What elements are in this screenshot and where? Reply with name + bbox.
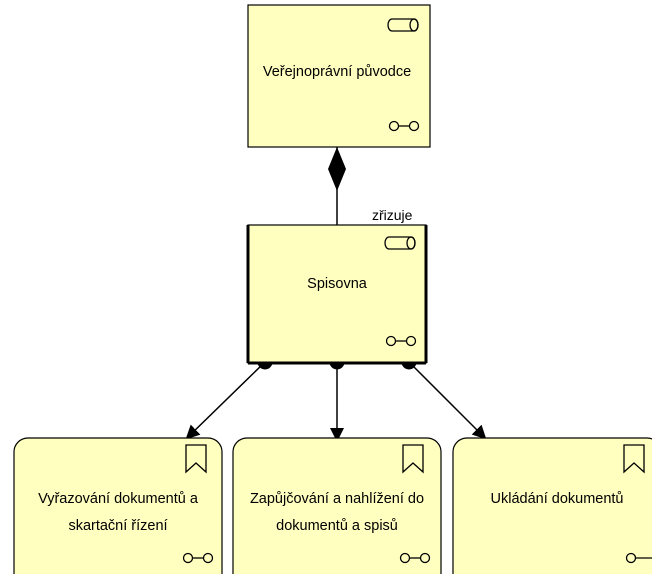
node-label-line: Vyřazování dokumentů a [38,491,199,507]
junction-icon [625,552,652,564]
event-icon [185,444,207,474]
node-process-2[interactable]: Zapůjčování a nahlížení do dokumentů a s… [232,437,442,574]
node-process-3[interactable]: Ukládání dokumentů [452,437,652,574]
node-label-line: Zapůjčování a nahlížení do [250,491,424,507]
composition-label: zřizuje [372,207,413,223]
node-process-1[interactable]: Vyřazování dokumentů a skartační řízení [13,437,223,574]
assignment-relationship-3[interactable] [401,354,487,440]
junction-icon [399,552,431,564]
node-label-line: skartační řízení [68,518,167,534]
node-originator[interactable]: Veřejnoprávní původce [247,4,431,148]
role-icon [387,18,419,32]
node-label-line: dokumentů a spisů [276,518,398,534]
node-label: Spisovna [307,276,368,292]
role-icon [384,236,416,250]
node-registry[interactable]: Spisovna [246,224,428,365]
node-label: Veřejnoprávní původce [263,64,411,80]
composition-diamond [328,147,346,191]
junction-icon [385,335,417,347]
event-icon [402,444,424,474]
node-label-line: Ukládání dokumentů [491,491,624,507]
assignment-relationship-1[interactable] [185,354,273,440]
composition-relationship[interactable]: zřizuje [328,147,413,225]
event-icon [623,444,645,474]
junction-icon [182,552,214,564]
assignment-relationship-2[interactable] [329,354,345,442]
junction-icon [388,120,420,132]
